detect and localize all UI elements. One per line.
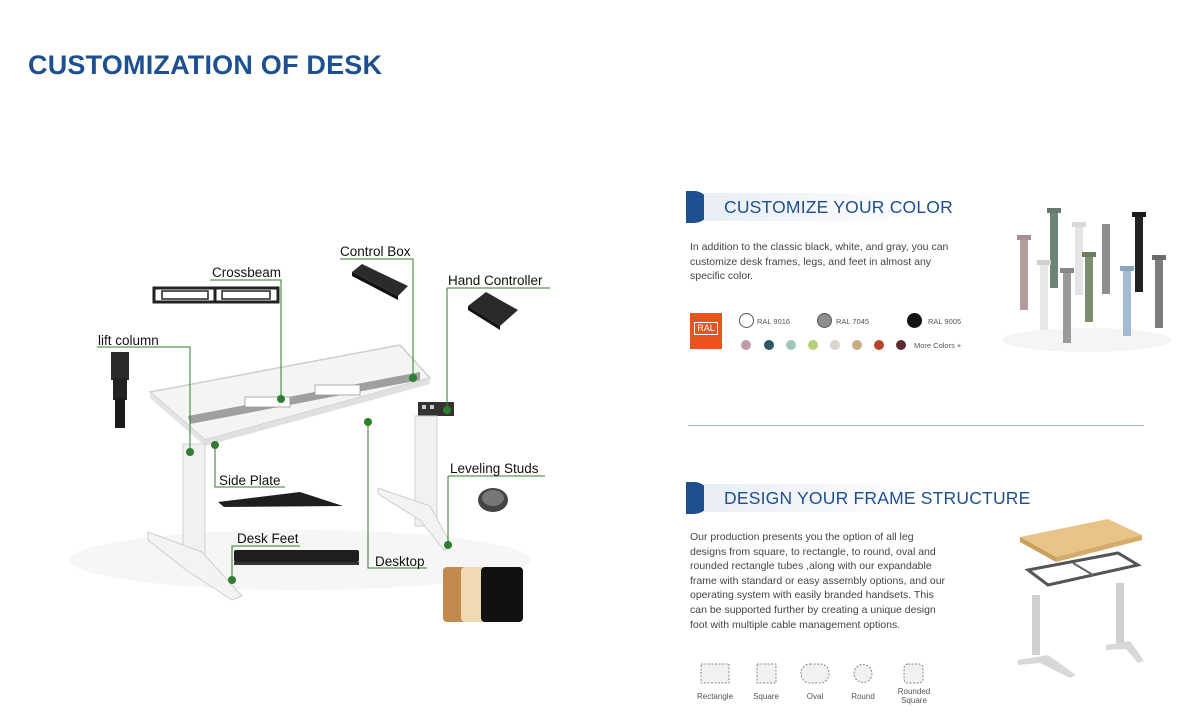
leg-shape-icons [700,663,924,684]
callout-side-plate: Side Plate [219,473,281,488]
shape-label-oval: Oval [806,692,824,701]
control-box-part [352,264,408,300]
color-dot-2[interactable] [764,340,774,350]
callout-crossbeam: Crossbeam [212,265,282,280]
frame-section-heading: DESIGN YOUR FRAME STRUCTURE [686,482,1031,514]
color-dot-3[interactable] [786,340,796,350]
callout-lift-column: lift column [98,333,159,348]
color-dot-1[interactable] [741,340,751,350]
color-dot-5[interactable] [830,340,840,350]
lift-column-part [111,352,129,428]
desk-feet-part [234,550,359,565]
ral-logo: RAL [690,313,722,349]
frame-section-description: Our production presents you the option o… [690,531,946,631]
shape-label-rectangle: Rectangle [696,692,734,701]
callout-control-box: Control Box [340,244,411,259]
frame-section-title: DESIGN YOUR FRAME STRUCTURE [724,487,1031,508]
swatch-label-ral-9016: RAL 9016 [757,317,791,326]
colored-legs-illustration [1002,208,1172,352]
square-shape-icon [756,663,777,684]
color-dot-6[interactable] [852,340,862,350]
color-section-description: In addition to the classic black, white,… [690,241,949,283]
side-plate-part [218,492,343,507]
color-dot-8[interactable] [896,340,906,350]
desk-exploded-illustration [70,258,550,622]
swatch-label-ral-9005: RAL 9005 [928,317,962,326]
callout-desk-feet: Desk Feet [237,531,299,546]
shape-label-round: Round [851,692,875,701]
shape-label-rounded-square: Rounded Square [897,687,931,705]
color-dot-4[interactable] [808,340,818,350]
swatch-ral-7045[interactable] [817,313,832,328]
color-section-heading: CUSTOMIZE YOUR COLOR [686,191,953,223]
swatch-ral-9016[interactable] [739,313,754,328]
rounded-square-shape-icon [903,663,924,684]
section-divider [688,425,1144,426]
callout-desktop: Desktop [375,554,425,569]
more-colors-link[interactable]: More Colors + [914,341,962,350]
swatch-label-ral-7045: RAL 7045 [836,317,870,326]
crossbeam-part [152,286,280,304]
desk-frame [147,344,454,601]
frame-structure-illustration [1018,519,1144,678]
page-title: CUSTOMIZATION OF DESK [28,50,383,80]
rectangle-shape-icon [700,663,730,684]
swatch-ral-9005[interactable] [907,313,922,328]
shape-label-square: Square [753,692,779,701]
callout-leveling-studs: Leveling Studs [450,461,539,476]
leveling-stud-part [478,488,508,512]
desktop-samples [443,567,523,622]
oval-shape-icon [800,663,830,684]
round-shape-icon [853,664,873,683]
hand-controller-part [468,292,518,330]
color-section-title: CUSTOMIZE YOUR COLOR [724,196,953,217]
callout-hand-controller: Hand Controller [448,273,543,288]
color-dot-7[interactable] [874,340,884,350]
